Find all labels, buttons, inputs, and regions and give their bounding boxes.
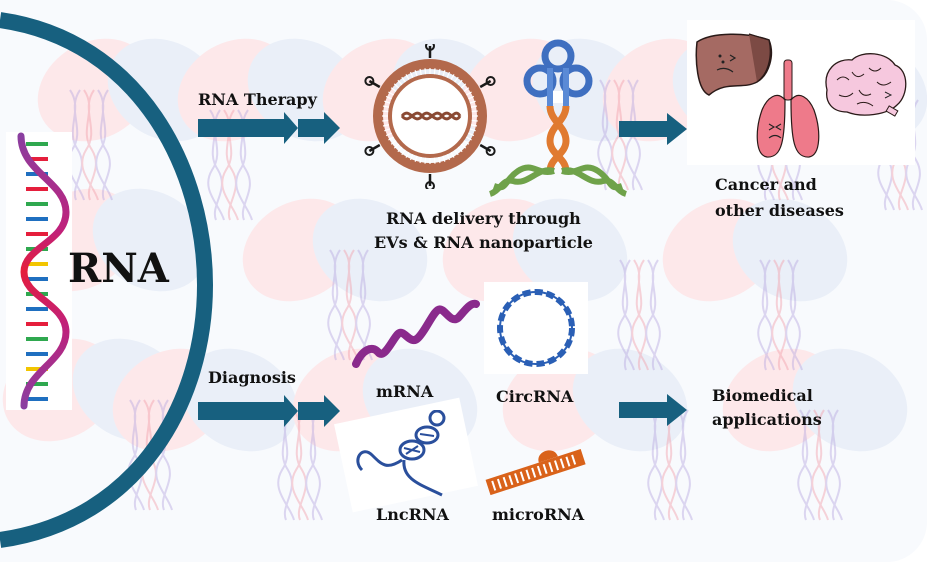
- outcome-cancer-line1: Cancer and: [715, 175, 817, 194]
- lungs-icon: [756, 59, 820, 158]
- rna-type-mrna: mRNA: [376, 382, 434, 401]
- liver-icon: [695, 33, 773, 96]
- branch-label-diagnosis: Diagnosis: [208, 368, 296, 387]
- lncrna-panel: [334, 397, 478, 513]
- cell-boundary-arc: [0, 12, 214, 548]
- outcome-biomedical-line1: Biomedical: [712, 386, 813, 405]
- organs-panel: [687, 20, 915, 165]
- rna-nanoparticle-icon: [488, 39, 628, 197]
- circrna-panel: [484, 282, 588, 374]
- microrna-icon: [485, 449, 586, 496]
- center-label-rna: RNA: [68, 245, 169, 292]
- rna-type-microrna: microRNA: [492, 505, 585, 524]
- brain-icon: [825, 53, 907, 117]
- delivery-caption-line1: RNA delivery through: [386, 209, 581, 228]
- outcome-cancer-line2: other diseases: [715, 201, 844, 220]
- therapy-double-arrow: [198, 112, 340, 144]
- rna-type-lncrna: LncRNA: [376, 505, 449, 524]
- diagnosis-double-arrow: [198, 395, 340, 427]
- therapy-outcome-arrow: [619, 113, 687, 145]
- diagnosis-outcome-arrow: [619, 394, 687, 426]
- extracellular-vesicle-icon: [364, 44, 496, 189]
- branch-label-rna-therapy: RNA Therapy: [198, 90, 317, 109]
- delivery-caption-line2: EVs & RNA nanoparticle: [374, 233, 593, 252]
- rna-type-circrna: CircRNA: [496, 387, 574, 406]
- outcome-biomedical-line2: applications: [712, 410, 822, 429]
- mrna-icon: [352, 299, 480, 368]
- rna-strand-icon: [6, 132, 72, 410]
